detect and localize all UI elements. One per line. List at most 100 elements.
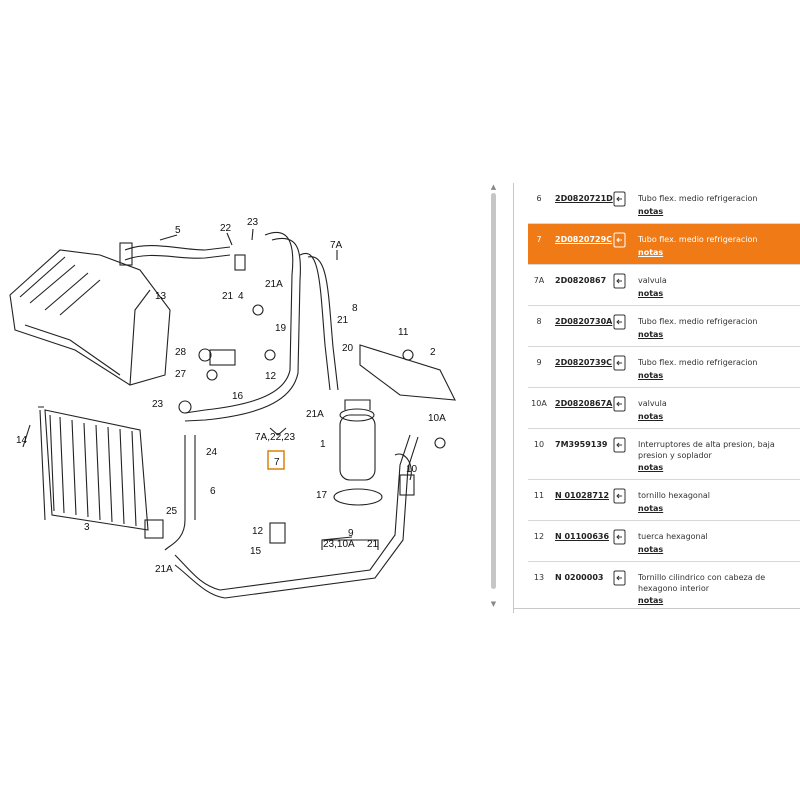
notes-link[interactable]: notas	[638, 463, 664, 472]
callout-14: 14	[16, 435, 28, 446]
callout-11: 11	[398, 327, 409, 338]
diagram-scrollbar[interactable]: ▲ ▼	[489, 183, 498, 608]
part-position: 13	[533, 573, 545, 582]
callout-21c: 21	[367, 539, 379, 550]
parts-diagram: 5 22 23 7A 13 21 4 21A 8 19 21 28 12 11 …	[0, 185, 490, 615]
part-position: 10A	[531, 399, 547, 408]
part-number-link[interactable]: 2D0820867A	[555, 399, 613, 408]
panel-divider	[513, 183, 514, 613]
diagram-svg: 5 22 23 7A 13 21 4 21A 8 19 21 28 12 11 …	[9, 217, 456, 599]
selected-callout-box[interactable]	[267, 450, 285, 470]
part-description: Interruptores de alta presion, baja pres…	[638, 440, 775, 460]
callout-2: 2	[430, 347, 436, 358]
part-position: 10	[533, 440, 545, 449]
callout-16: 16	[232, 391, 244, 402]
part-number-link[interactable]: N 01100636	[555, 532, 610, 541]
callout-17: 17	[316, 490, 328, 501]
notes-link[interactable]: notas	[638, 330, 664, 339]
panel-bottom-border	[513, 608, 800, 609]
part-description: Tubo flex. medio refrigeracion	[638, 235, 758, 244]
part-number-link[interactable]: 2D0820729C	[555, 235, 613, 244]
part-number-link[interactable]: 2D0820730A	[555, 317, 613, 326]
callout-3: 3	[84, 522, 90, 533]
callout-7a: 7A	[330, 240, 343, 251]
callout-12b: 12	[252, 526, 264, 537]
callout-21a: 21A	[265, 279, 283, 290]
cart-icon[interactable]	[613, 437, 626, 453]
cart-icon[interactable]	[613, 396, 626, 412]
scroll-up-icon[interactable]: ▲	[490, 183, 497, 191]
part-position: 8	[536, 317, 542, 326]
callout-21b: 21	[337, 315, 349, 326]
cart-icon[interactable]	[613, 273, 626, 289]
notes-link[interactable]: notas	[638, 248, 664, 257]
callout-23-10a: 23,10A	[323, 539, 355, 550]
part-description: valvula	[638, 399, 667, 408]
callout-24: 24	[206, 447, 218, 458]
cart-icon[interactable]	[613, 570, 626, 586]
callout-23b: 23	[152, 399, 164, 410]
callout-19: 19	[275, 323, 287, 334]
part-description: tornillo hexagonal	[638, 491, 711, 500]
callout-12: 12	[265, 371, 277, 382]
parts-list: 6 2D0820721D Tubo flex. medio refrigeracio…	[528, 183, 800, 608]
notes-link[interactable]: notas	[638, 207, 664, 216]
callout-13: 13	[155, 291, 167, 302]
callout-4: 4	[238, 291, 244, 302]
part-position: 11	[533, 491, 545, 500]
callout-21: 21	[222, 291, 234, 302]
callout-21a-b: 21A	[306, 409, 324, 420]
part-row[interactable]: 7 2D0820729C Tubo flex. medio refrigeracio…	[528, 224, 800, 265]
part-number-link[interactable]: 2D0820721D	[555, 194, 613, 203]
part-number-link[interactable]: 7M3959139	[555, 440, 608, 449]
part-number-link[interactable]: 2D0820867	[555, 276, 607, 285]
cart-icon[interactable]	[613, 488, 626, 504]
notes-link[interactable]: notas	[638, 545, 664, 554]
notes-link[interactable]: notas	[638, 504, 664, 513]
part-description: Tubo flex. medio refrigeracion	[638, 358, 758, 367]
callout-9: 9	[348, 528, 354, 539]
callout-28: 28	[175, 347, 187, 358]
callout-5: 5	[175, 225, 181, 236]
part-number-link[interactable]: N 0200003	[555, 573, 604, 582]
callout-21a-c: 21A	[155, 564, 173, 575]
callout-7a-22-23: 7A,22,23	[255, 432, 295, 443]
callout-20: 20	[342, 343, 354, 354]
part-position: 7	[536, 235, 542, 244]
cart-icon[interactable]	[613, 191, 626, 207]
part-position: 12	[533, 532, 545, 541]
cart-icon[interactable]	[613, 529, 626, 545]
scroll-down-icon[interactable]: ▼	[490, 600, 497, 608]
part-number-link[interactable]: 2D0820739C	[555, 358, 613, 367]
callout-8: 8	[352, 303, 358, 314]
part-row[interactable]: 10A 2D0820867A valvula notas	[528, 388, 800, 429]
cart-icon[interactable]	[613, 355, 626, 371]
cart-icon[interactable]	[613, 232, 626, 248]
part-row[interactable]: 10 7M3959139 Interruptores de alta presion…	[528, 429, 800, 480]
callout-7-selected: 7	[274, 457, 280, 468]
part-position: 9	[536, 358, 542, 367]
notes-link[interactable]: notas	[638, 371, 664, 380]
callout-6: 6	[210, 486, 216, 497]
part-position: 6	[536, 194, 542, 203]
part-row[interactable]: 9 2D0820739C Tubo flex. medio refrigeracio…	[528, 347, 800, 388]
cart-icon[interactable]	[613, 314, 626, 330]
scrollbar-thumb[interactable]	[491, 193, 496, 589]
part-position: 7A	[533, 276, 545, 285]
part-row[interactable]: 11 N 01028712 tornillo hexagonal notas	[528, 480, 800, 521]
callout-23: 23	[247, 217, 259, 228]
callout-25: 25	[166, 506, 178, 517]
callout-15: 15	[250, 546, 262, 557]
notes-link[interactable]: notas	[638, 412, 664, 421]
callout-27: 27	[175, 369, 187, 380]
part-row[interactable]: 6 2D0820721D Tubo flex. medio refrigeracio…	[528, 183, 800, 224]
part-description: Tubo flex. medio refrigeracion	[638, 194, 758, 203]
callout-22: 22	[220, 223, 232, 234]
notes-link[interactable]: notas	[638, 596, 664, 605]
part-number-link[interactable]: N 01028712	[555, 491, 610, 500]
notes-link[interactable]: notas	[638, 289, 664, 298]
